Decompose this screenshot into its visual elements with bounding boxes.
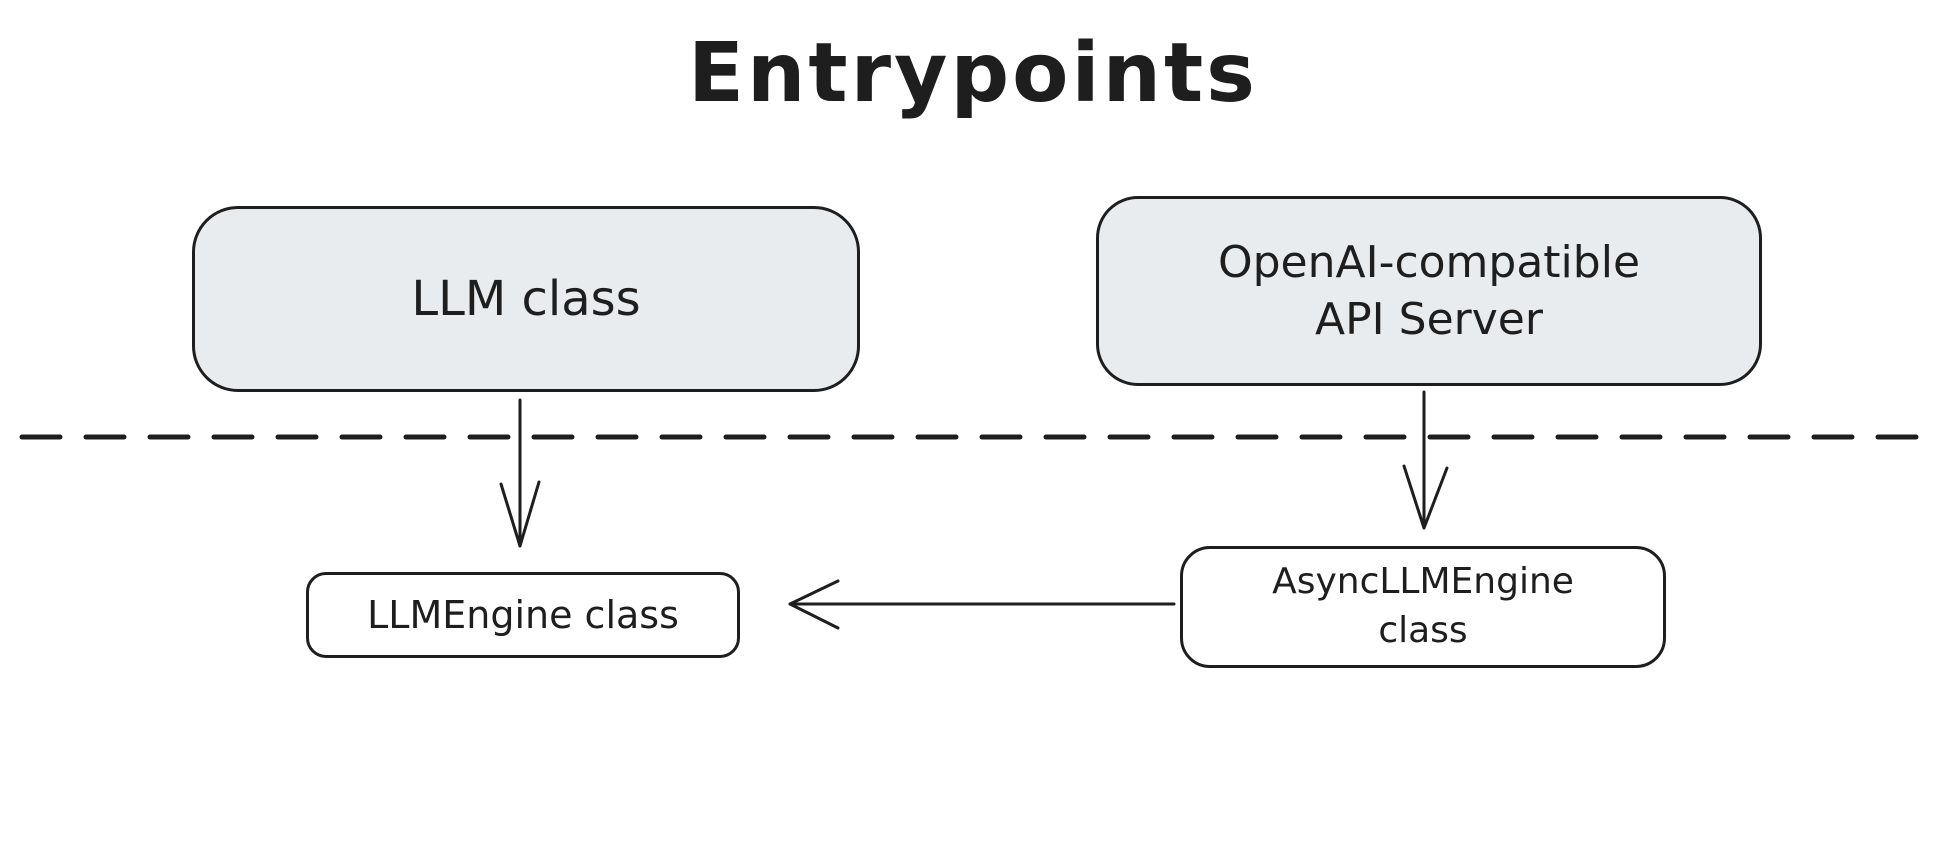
node-async-llm-engine: AsyncLLMEngine class — [1180, 546, 1666, 668]
node-api-server-label-line2: API Server — [1315, 294, 1543, 345]
node-llm-class: LLM class — [192, 206, 860, 392]
diagram-title: Entrypoints — [687, 26, 1258, 121]
edge-async-to-engine-arrow — [788, 579, 1176, 630]
node-async-llm-engine-label-line2: class — [1378, 610, 1468, 651]
edge-api-to-async-arrow — [1402, 390, 1449, 530]
node-api-server: OpenAI-compatible API Server — [1096, 196, 1762, 386]
node-llm-class-label: LLM class — [411, 271, 641, 327]
node-api-server-label-line1: OpenAI-compatible — [1217, 236, 1641, 288]
node-llm-engine: LLMEngine class — [306, 572, 740, 658]
edge-llm-to-engine-arrow — [499, 398, 541, 548]
node-llm-engine-label: LLMEngine class — [367, 593, 679, 637]
node-async-llm-engine-label-line1: AsyncLLMEngine — [1272, 561, 1574, 603]
